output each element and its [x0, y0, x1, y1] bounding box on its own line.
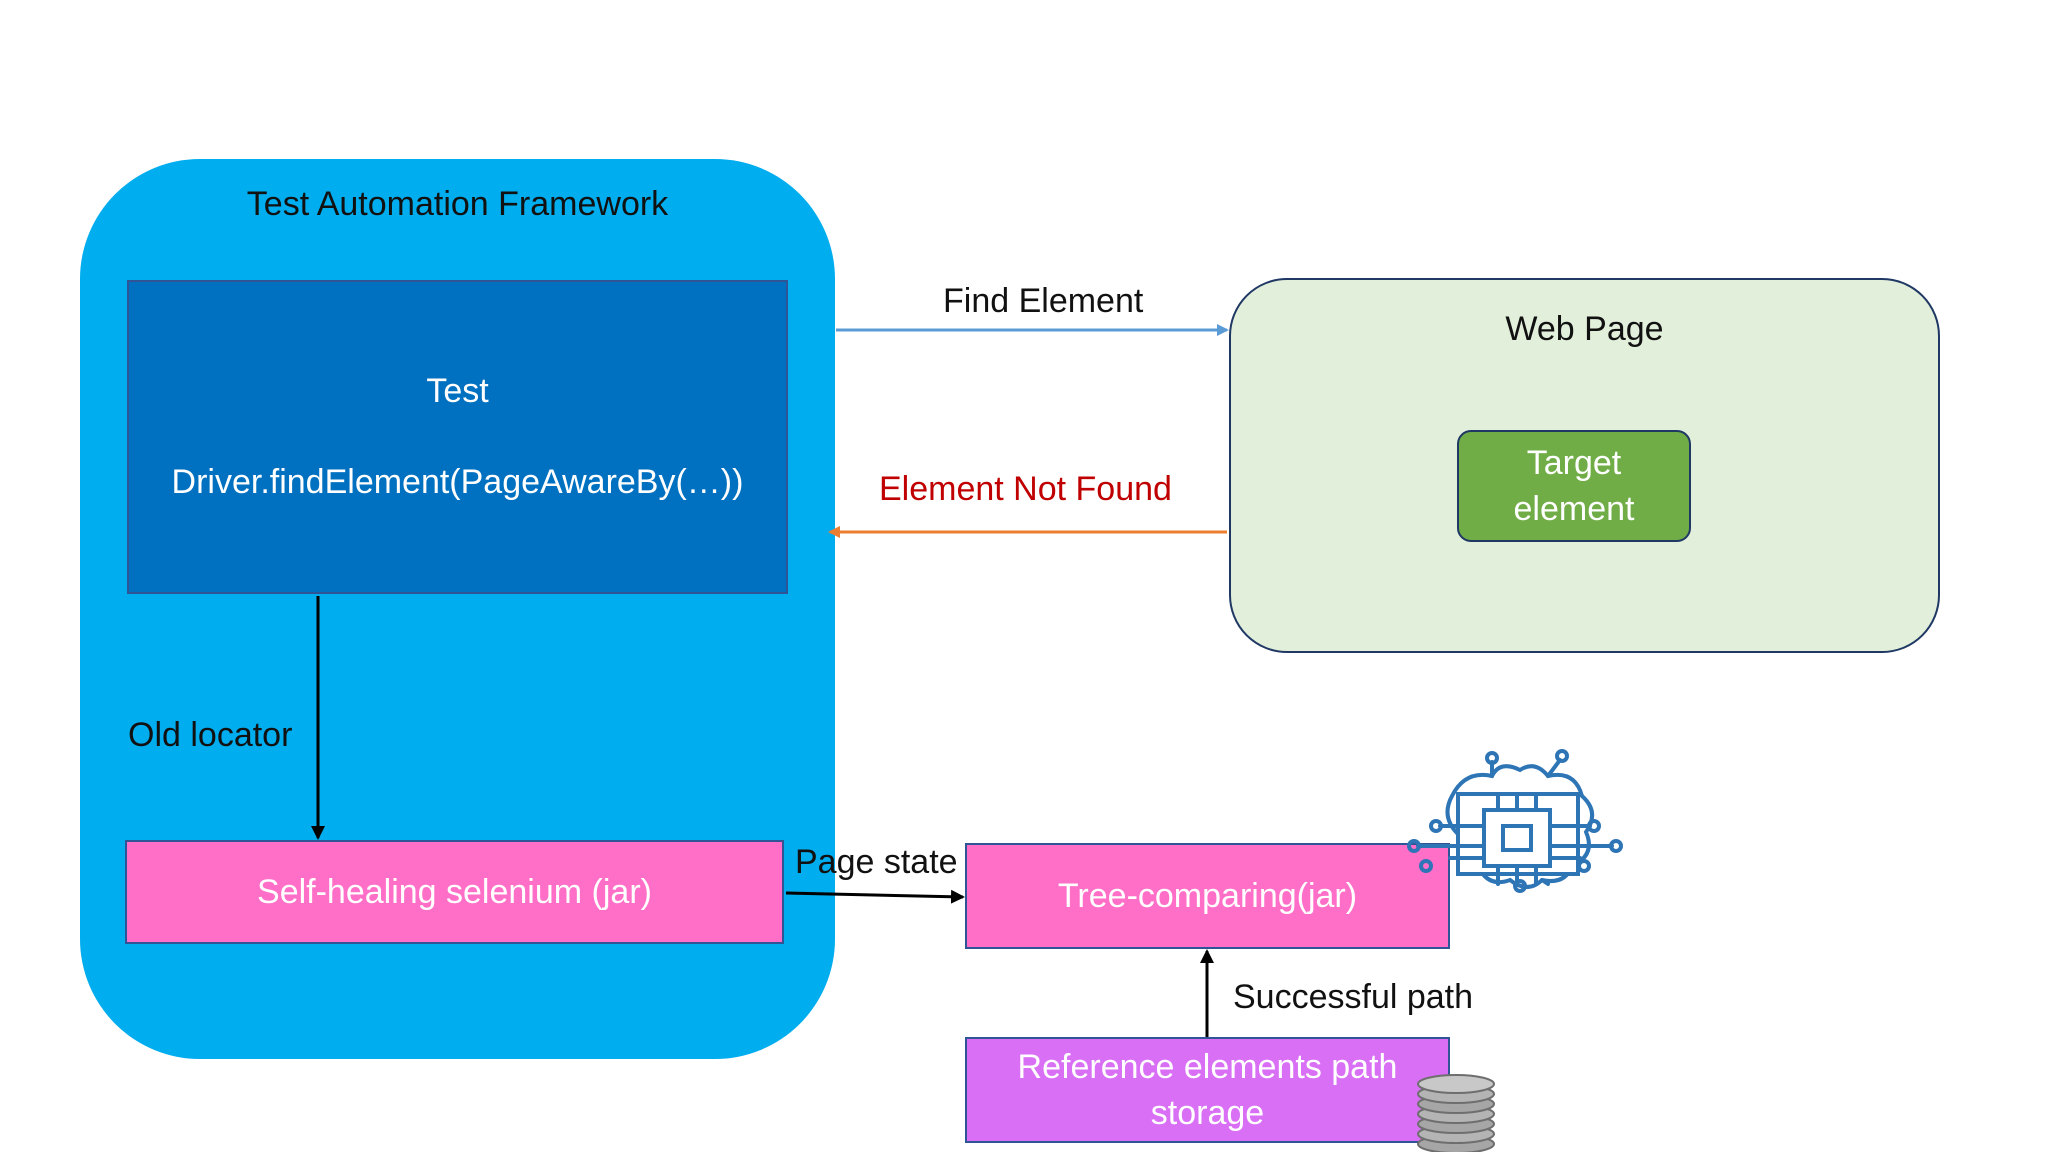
find-element-label: Find Element — [943, 282, 1144, 320]
database-stack-icon — [1417, 1074, 1495, 1152]
tree-comparing-box: Tree-comparing(jar) — [965, 843, 1450, 949]
page-state-label: Page state — [795, 843, 958, 881]
target-element-line-2: element — [1513, 490, 1635, 528]
test-box — [127, 280, 788, 594]
ai-brain-chip-icon — [1407, 749, 1623, 893]
element-not-found-label: Element Not Found — [879, 470, 1172, 508]
target-element-line-1: Target — [1526, 444, 1622, 482]
page-state-arrow — [785, 889, 965, 904]
storage-line-2: storage — [1150, 1094, 1265, 1132]
target-element-box: Target element — [1457, 430, 1691, 542]
test-code: Driver.findElement(PageAwareBy(…)) — [171, 463, 744, 501]
web-page-title: Web Page — [1505, 310, 1664, 348]
reference-storage-box: Reference elements path storage — [965, 1037, 1450, 1143]
successful-path-label: Successful path — [1233, 978, 1474, 1016]
test-label: Test — [426, 372, 489, 410]
storage-line-1: Reference elements path — [1017, 1048, 1398, 1086]
self-healing-selenium-box: Self-healing selenium (jar) — [125, 840, 784, 944]
framework-title: Test Automation Framework — [246, 185, 669, 223]
old-locator-label: Old locator — [128, 716, 293, 754]
